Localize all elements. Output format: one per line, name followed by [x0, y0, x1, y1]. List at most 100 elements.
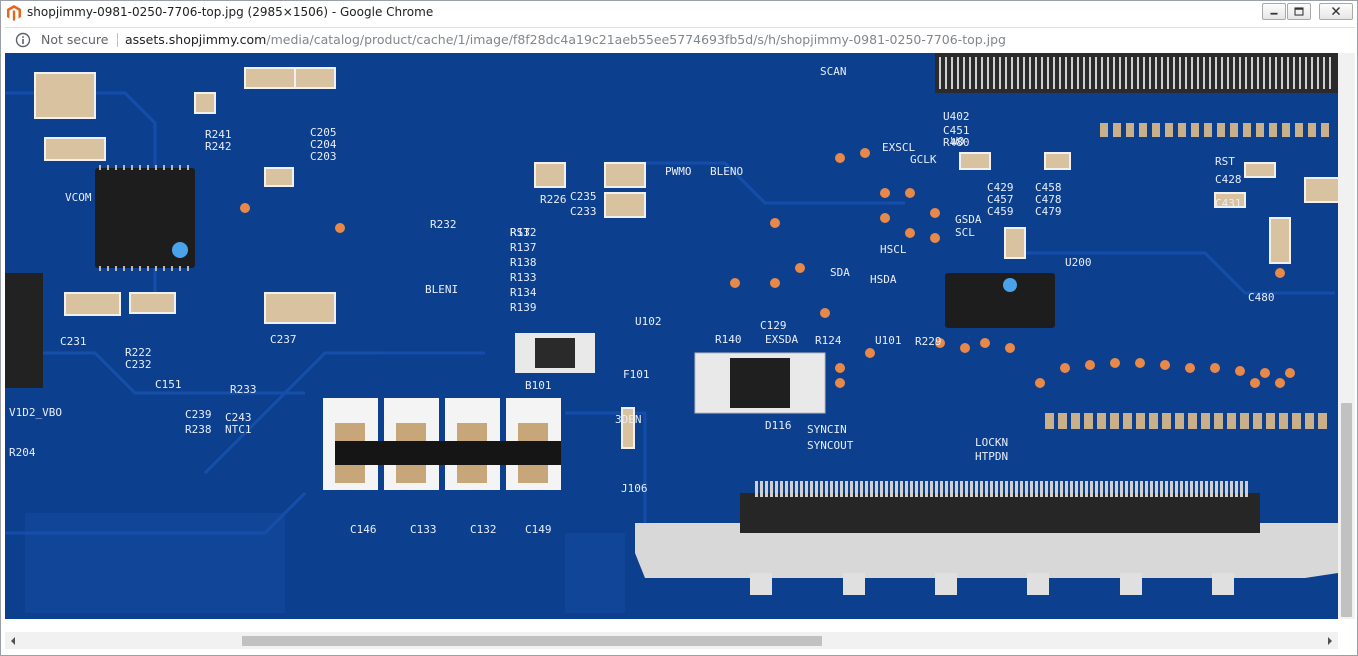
title-bar[interactable]: shopjimmy-0981-0250-7706-top.jpg (2985×1… — [1, 1, 1357, 25]
pcb-label: C231 — [60, 335, 87, 348]
pcb-label: R137 — [510, 241, 537, 254]
pcb-label: R222 — [125, 346, 152, 359]
pcb-label: RST — [1215, 155, 1235, 168]
pcb-label: SYNCOUT — [807, 439, 854, 452]
pcb-label: R138 — [510, 256, 537, 269]
pcb-label: VCOM — [65, 191, 92, 204]
pcb-label: U200 — [1065, 256, 1092, 269]
magento-icon — [7, 5, 21, 21]
address-separator — [117, 33, 118, 47]
vertical-scrollbar[interactable] — [1338, 53, 1355, 619]
pcb-label: 3DEN — [615, 413, 642, 426]
pcb-label: SDA — [830, 266, 850, 279]
pcb-label: F101 — [623, 368, 650, 381]
pcb-label: R232 — [430, 218, 457, 231]
pcb-label: B101 — [525, 379, 552, 392]
pcb-label: C205 — [310, 126, 337, 139]
pcb-label: R139 — [510, 301, 537, 314]
pcb-label: C132 — [470, 523, 497, 536]
pcb-label: LOCKN — [975, 436, 1008, 449]
pcb-label: C203 — [310, 150, 337, 163]
scroll-right-icon[interactable] — [1325, 636, 1335, 646]
pcb-label: R134 — [510, 286, 537, 299]
pcb-label: BLENI — [425, 283, 458, 296]
pcb-label: R241 — [205, 128, 232, 141]
pcb-label: R124 — [815, 334, 842, 347]
pcb-label: R133 — [510, 271, 537, 284]
pcb-label: C243 — [225, 411, 252, 424]
url-path: /media/catalog/product/cache/1/image/f8f… — [266, 32, 1006, 47]
pcb-label: C151 — [155, 378, 182, 391]
pcb-label: C479 — [1035, 205, 1062, 218]
pcb-label: SYNCIN — [807, 423, 847, 436]
pcb-label: RST — [510, 226, 530, 239]
pcb-label: C451 — [943, 124, 970, 137]
horizontal-scrollbar[interactable] — [5, 632, 1338, 649]
pcb-label: C480 — [1248, 291, 1275, 304]
vertical-scroll-thumb[interactable] — [1341, 403, 1352, 617]
pcb-label: C232 — [125, 358, 152, 371]
pcb-label: C204 — [310, 138, 337, 151]
pcb-label: D116 — [765, 419, 792, 432]
pcb-label: HSCL — [880, 243, 907, 256]
pcb-label: SCAN — [820, 65, 847, 78]
minimize-icon — [1270, 12, 1278, 15]
pcb-label: C235 — [570, 190, 597, 203]
pcb-label: EXSDA — [765, 333, 798, 346]
pcb-label: EXSCL — [882, 141, 915, 154]
pcb-label: R204 — [9, 446, 36, 459]
url-host: assets.shopjimmy.com — [125, 32, 267, 47]
pcb-label: R229 — [915, 335, 942, 348]
pcb-label: C129 — [760, 319, 787, 332]
pcb-label: C429 — [987, 181, 1014, 194]
close-button[interactable] — [1319, 3, 1353, 20]
pcb-label: C458 — [1035, 181, 1062, 194]
pcb-label: V1D2_VBO — [9, 406, 62, 419]
pcb-label: C478 — [1035, 193, 1062, 206]
pcb-label: C149 — [525, 523, 552, 536]
window-title: shopjimmy-0981-0250-7706-top.jpg (2985×1… — [27, 5, 434, 19]
pcb-label: NTC1 — [225, 423, 252, 436]
pcb-label: HSDA — [870, 273, 897, 286]
pcb-label: C133 — [410, 523, 437, 536]
pcb-label: HTPDN — [975, 450, 1008, 463]
pcb-label: GCLK — [910, 153, 937, 166]
pcb-label: R242 — [205, 140, 232, 153]
pcb-label: C459 — [987, 205, 1014, 218]
info-icon[interactable] — [15, 32, 31, 48]
pcb-label: C428 — [1215, 173, 1242, 186]
pcb-label: PWMO — [665, 165, 692, 178]
pcb-label: J106 — [621, 482, 648, 495]
pcb-label: C457 — [987, 193, 1014, 206]
scroll-left-icon[interactable] — [8, 636, 18, 646]
pcb-label: R140 — [715, 333, 742, 346]
pcb-label: R480 — [943, 136, 970, 149]
pcb-label: BLENO — [710, 165, 743, 178]
close-icon — [1331, 7, 1341, 16]
pcb-label: U101 — [875, 334, 902, 347]
pcb-label: C146 — [350, 523, 377, 536]
pcb-label: C239 — [185, 408, 212, 421]
pcb-label: R132 — [510, 226, 537, 239]
pcb-label: U402 — [943, 110, 970, 123]
maximize-icon — [1294, 7, 1304, 16]
pcb-label: GSDA — [955, 213, 982, 226]
page-gap — [5, 619, 1355, 632]
pcb-label: SCL — [955, 226, 975, 239]
address-bar[interactable]: Not secure assets.shopjimmy.com/media/ca… — [5, 27, 1355, 51]
minimize-button[interactable] — [1262, 3, 1286, 20]
pcb-label: C431 — [1215, 197, 1242, 210]
pcb-label: R238 — [185, 423, 212, 436]
pcb-label: C233 — [570, 205, 597, 218]
pcb-label: R233 — [230, 383, 257, 396]
pcb-label: R226 — [540, 193, 567, 206]
url-field[interactable]: assets.shopjimmy.com/media/catalog/produ… — [125, 32, 1006, 47]
pcb-label: C237 — [270, 333, 297, 346]
pcb-label: U102 — [635, 315, 662, 328]
horizontal-scroll-thumb[interactable] — [242, 636, 822, 646]
maximize-button[interactable] — [1287, 3, 1311, 20]
security-status[interactable]: Not secure — [41, 32, 109, 47]
